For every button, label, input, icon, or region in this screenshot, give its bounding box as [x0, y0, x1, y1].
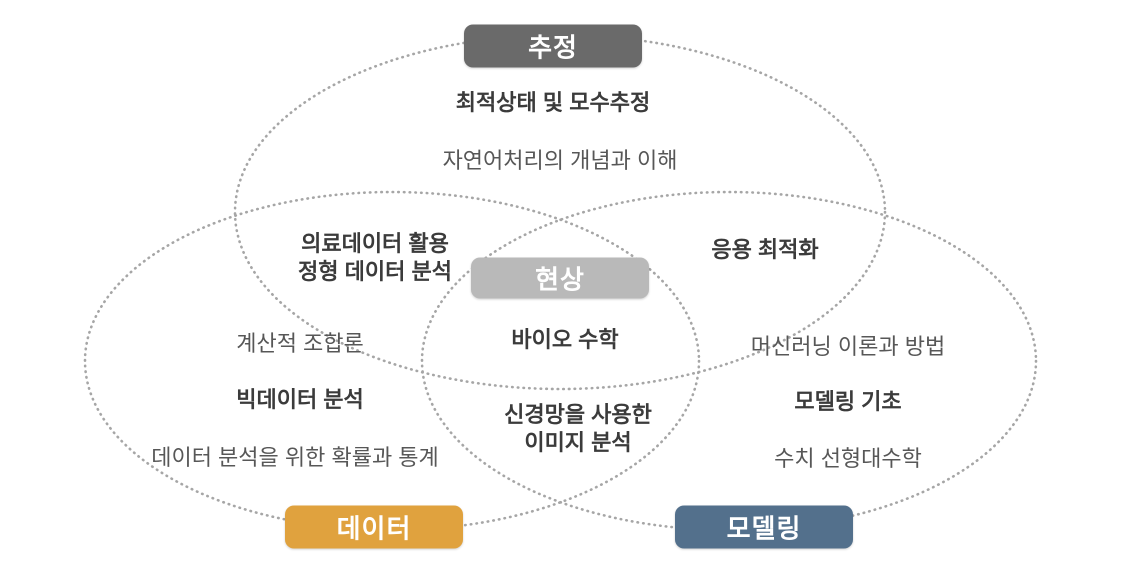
item-estimation-only-regular: 자연어처리의 개념과 이해	[442, 148, 678, 173]
item-core-overlap: 바이오 수학	[511, 327, 619, 352]
item-estimation-only-bold: 최적상태 및 모수추정	[455, 90, 651, 115]
item-estimation-modeling-overlap: 응용 최적화	[711, 237, 819, 262]
item-modeling-only-regular1: 머신러닝 이론과 방법	[750, 334, 946, 359]
badge-modeling: 모델링	[675, 505, 853, 549]
item-data-only-regular1: 계산적 조합론	[236, 331, 364, 356]
item-data-modeling-line2: 이미지 분석	[524, 430, 632, 455]
item-estimation-data-line1: 의료데이터 활용	[301, 231, 449, 256]
badge-estimation: 추정	[464, 24, 642, 68]
item-data-only-bold: 빅데이터 분석	[236, 387, 364, 412]
item-data-modeling-overlap: 신경망을 사용한 이미지 분석	[448, 401, 708, 457]
badge-phenomenon: 현상	[471, 257, 649, 299]
item-estimation-data-line2: 정형 데이터 분석	[298, 259, 452, 284]
item-modeling-only-bold: 모델링 기초	[794, 389, 902, 414]
item-data-modeling-line1: 신경망을 사용한	[504, 402, 652, 427]
item-data-only-regular2: 데이터 분석을 위한 확률과 통계	[151, 445, 439, 470]
item-modeling-only-regular2: 수치 선형대수학	[774, 446, 922, 471]
item-estimation-data-overlap: 의료데이터 활용 정형 데이터 분석	[245, 230, 505, 286]
badge-data: 데이터	[285, 505, 463, 549]
